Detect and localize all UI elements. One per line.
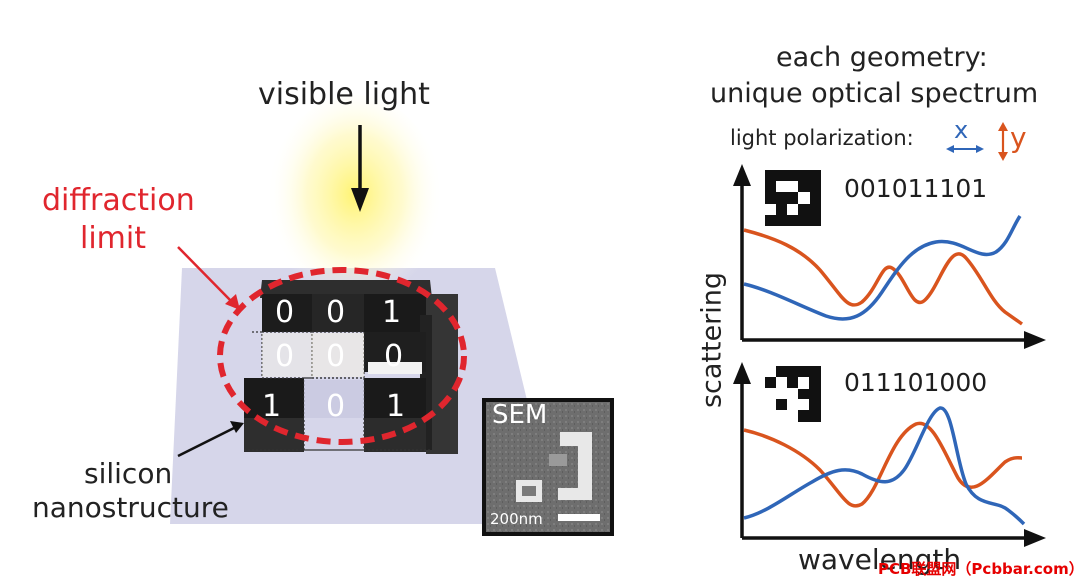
plot-top: [733, 164, 1046, 349]
scale-label: 200nm: [490, 510, 543, 528]
diffraction-label-line2: limit: [80, 221, 146, 256]
grid-digit: 0: [275, 295, 295, 330]
grid-digit: 0: [275, 339, 295, 374]
code-bottom: 011101000: [844, 368, 988, 397]
bottom-curve-y: [743, 421, 1023, 508]
grid-digit: 0: [326, 295, 346, 330]
grid-digit: 0: [384, 339, 404, 374]
polarization-label: light polarization:: [730, 126, 914, 150]
grid-digit: 0: [326, 339, 346, 374]
code-top: 001011101: [844, 174, 988, 203]
grid-digit: 1: [386, 389, 406, 424]
silicon-label-line1: silicon: [84, 457, 173, 490]
light-glow: [267, 95, 443, 315]
grid-digit: 1: [382, 295, 402, 330]
diffraction-label-line1: diffraction: [42, 183, 195, 218]
light-arrow-head: [351, 188, 369, 212]
pol-y-label: y: [1010, 121, 1027, 154]
pol-x-label: x: [954, 116, 969, 144]
bottom-curve-x: [743, 406, 1026, 526]
heading-line1: each geometry:: [776, 42, 988, 73]
top-curve-x: [743, 215, 1022, 321]
silicon-pointer-line: [177, 425, 237, 458]
grid-digit: 0: [326, 389, 346, 424]
silicon-label-line2: nanostructure: [32, 491, 229, 524]
watermark: PCB联盟网（Pcbbar.com）: [878, 560, 1080, 578]
sem-label: SEM: [492, 400, 548, 430]
top-curve-y: [743, 228, 1024, 326]
scale-bar: [558, 514, 600, 521]
visible-light-label: visible light: [258, 77, 430, 112]
nanostructure-blocks: [244, 280, 458, 454]
diffraction-pointer-head: [225, 294, 240, 310]
diffraction-pointer-line: [177, 246, 233, 303]
sem-pattern: [558, 432, 592, 500]
heading-line2: unique optical spectrum: [710, 78, 1039, 109]
x-axis-label: wavelength: [798, 543, 962, 576]
silicon-pointer-head: [230, 421, 244, 433]
plot-bottom: [733, 362, 1046, 547]
grid-digit: 1: [262, 389, 282, 424]
y-axis-label: scattering: [696, 271, 728, 409]
diffraction-limit-ellipse: [217, 267, 467, 445]
